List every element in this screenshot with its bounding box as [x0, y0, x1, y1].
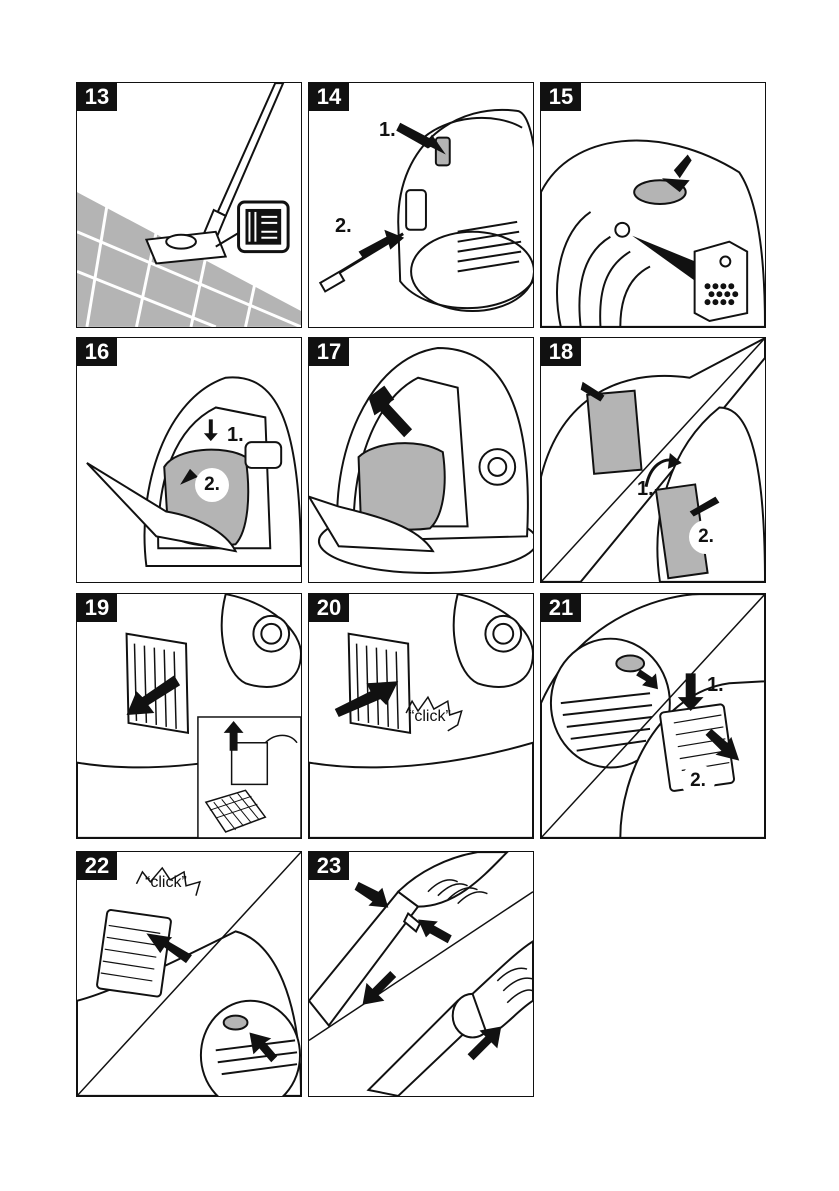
arrow-icon [580, 381, 605, 402]
panel-19: 19 [76, 593, 302, 839]
bag-full-indicator-illustration [541, 139, 765, 327]
arrow-icon [467, 1026, 502, 1061]
step-2-label: 2. [335, 215, 352, 237]
step-number: 22 [77, 852, 117, 880]
arrow-icon [203, 419, 218, 442]
click-burst [135, 866, 201, 896]
arrow-icon [249, 1032, 278, 1063]
open-lid-illustration [86, 376, 301, 568]
step-2-label: 2. [689, 520, 723, 554]
click-sound-label: “click” [145, 874, 187, 891]
step-1-label: 1. [707, 674, 724, 696]
arrow-icon [689, 496, 720, 517]
step-number: 19 [77, 594, 117, 622]
step-number: 15 [541, 83, 581, 111]
panel-22: 22 “click” [76, 851, 302, 1097]
arrow-icon [677, 673, 704, 712]
click-burst [405, 695, 463, 732]
arrow-icon [354, 881, 389, 908]
exhaust-filter-removal-illustration [541, 594, 765, 838]
step-2-label: 2. [681, 764, 715, 798]
arrow-icon [223, 720, 244, 751]
panel-23: 23 [308, 851, 534, 1097]
step-number: 17 [309, 338, 349, 366]
step-1-label: 1. [379, 119, 396, 141]
vacuum-power-button-illustration [318, 108, 533, 313]
panel-13: 13 [76, 82, 302, 328]
arrow-icon [368, 385, 413, 438]
arrow-icon [146, 933, 192, 964]
panel-15: 15 [540, 82, 766, 328]
step-number: 23 [309, 852, 349, 880]
step-1-label: 1. [227, 424, 244, 446]
panel-14: 14 1. 2. [308, 82, 534, 328]
remove-bag-illustration [309, 347, 533, 574]
insert-filter-illustration [309, 594, 533, 838]
hose-attachment-illustration [309, 852, 533, 1096]
arrow-icon [418, 919, 452, 944]
panel-21: 21 1. 2. [540, 593, 766, 839]
insert-exhaust-filter-illustration [77, 852, 301, 1096]
panel-16: 16 1. 2. [76, 337, 302, 583]
click-sound-label: “click” [409, 708, 451, 725]
arrow-icon [362, 971, 397, 1005]
arrow-icon [705, 728, 740, 761]
panel-18: 18 1. 2. [540, 337, 766, 583]
arrow-icon [358, 235, 393, 258]
step-number: 20 [309, 594, 349, 622]
step-number: 16 [77, 338, 117, 366]
arrow-icon [667, 453, 682, 469]
arrow-icon [636, 669, 658, 690]
arrow-icon [673, 154, 692, 179]
arrow-icon [180, 459, 206, 485]
remove-filter-illustration [77, 594, 301, 838]
step-number: 13 [77, 83, 117, 111]
step-number: 21 [541, 594, 581, 622]
insert-bag-illustration [541, 338, 765, 582]
step-2-label: 2. [195, 468, 229, 502]
dust-bag-icon [693, 240, 749, 323]
step-1-label: 1. [637, 478, 654, 500]
panel-20: 20 “click” [308, 593, 534, 839]
step-number: 18 [541, 338, 581, 366]
arrow-icon [334, 681, 399, 717]
floor-nozzle-illustration [77, 83, 301, 327]
carpet-symbol-icon [237, 200, 290, 254]
arrow-icon [126, 675, 181, 716]
step-number: 14 [309, 83, 349, 111]
panel-17: 17 [308, 337, 534, 583]
paper-bag [586, 389, 643, 475]
